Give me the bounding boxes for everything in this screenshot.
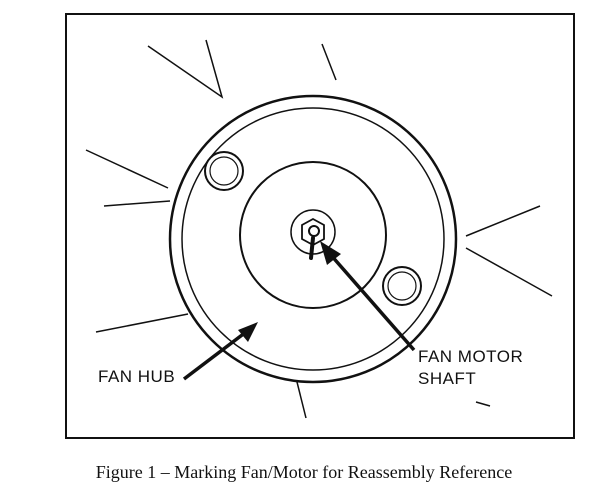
label-fan-hub: FAN HUB	[98, 367, 176, 386]
bolt-hole-left-inner	[209, 156, 239, 186]
fan-blade-bottom	[295, 377, 307, 419]
bolt-hole-right-inner	[387, 271, 417, 301]
label-shaft: SHAFT	[418, 369, 477, 388]
bolt-hole-right	[382, 266, 422, 306]
fan-blade-top-left	[147, 39, 224, 99]
fan-blade-top	[321, 43, 337, 81]
fan-blades	[85, 39, 553, 419]
figure-caption: Figure 1 – Marking Fan/Motor for Reassem…	[95, 462, 513, 482]
arrow-fan-hub	[182, 322, 258, 381]
motor-shaft	[308, 225, 320, 237]
diagram-frame	[65, 13, 575, 439]
label-fan-motor: FAN MOTOR	[418, 347, 524, 366]
arrow-fan-motor-shaft	[320, 241, 416, 352]
fan-blade-bottom-right	[475, 401, 491, 407]
fan-hub-center-disc	[239, 161, 387, 309]
fan-blade-bottom-left	[95, 313, 189, 333]
fan-blade-right	[465, 205, 553, 297]
reference-mark	[309, 236, 315, 260]
bolt-hole-left	[204, 151, 244, 191]
fan-blade-left	[85, 149, 171, 207]
fan-hub-inner-ring	[181, 107, 445, 371]
